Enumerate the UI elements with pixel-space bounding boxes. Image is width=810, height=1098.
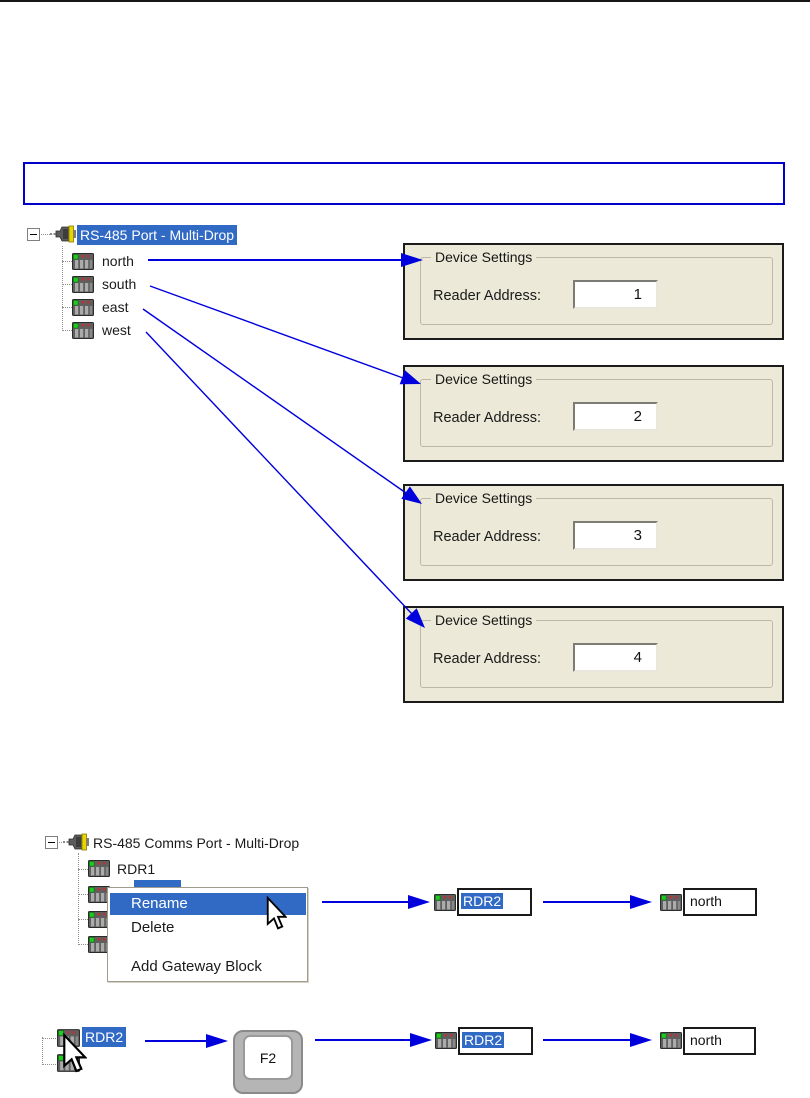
f2-tree-stub xyxy=(42,1038,56,1039)
reader-address-label: Reader Address: xyxy=(433,410,542,426)
reader-address-input[interactable] xyxy=(573,643,658,672)
arrow-edit-to-result-2 xyxy=(543,1033,652,1047)
tree2-root-node[interactable]: RS-485 Comms Port - Multi-Drop xyxy=(93,835,300,851)
reader-address-input[interactable] xyxy=(573,402,658,431)
reader-address-input[interactable] xyxy=(573,280,658,309)
reader-icon xyxy=(72,299,94,316)
reader-address-input[interactable] xyxy=(573,521,658,550)
tree1-node-north[interactable]: north xyxy=(102,253,134,269)
tree1-node-south[interactable]: south xyxy=(102,276,137,292)
tree1-stub xyxy=(62,284,72,285)
device-settings-panel-2: Device Settings Reader Address: xyxy=(403,365,784,462)
arrow-edit-to-result xyxy=(543,895,652,909)
callout-box xyxy=(23,162,785,205)
menu-item-delete[interactable]: Delete xyxy=(131,919,175,936)
device-settings-groupbox: Device Settings Reader Address: xyxy=(420,249,773,325)
tree2-stub xyxy=(78,869,88,870)
reader-icon xyxy=(72,253,94,270)
selected-edit-text: RDR2 xyxy=(461,893,504,909)
tree2-branch-line xyxy=(78,853,79,945)
arrow-node-to-f2key xyxy=(145,1034,228,1048)
reader-address-label: Reader Address: xyxy=(433,529,542,545)
tree2-stub xyxy=(78,919,88,920)
arrow-north-to-panel1 xyxy=(148,253,423,267)
device-settings-panel-3: Device Settings Reader Address: xyxy=(403,484,784,581)
selected-node-rdr2[interactable]: RDR2 xyxy=(82,1027,127,1047)
cursor-icon xyxy=(63,1034,87,1073)
tree2-stub xyxy=(78,944,88,945)
tree1-expand-minus-icon[interactable] xyxy=(27,228,40,241)
device-settings-groupbox: Device Settings Reader Address: xyxy=(420,371,773,447)
port-icon xyxy=(50,225,76,243)
tree1-branch-line xyxy=(62,246,63,331)
f2-tree-stub xyxy=(42,1064,56,1065)
reader-icon xyxy=(72,322,94,339)
reader-icon xyxy=(434,894,456,911)
tree1-stub xyxy=(62,307,72,308)
tree2-node-rdr1[interactable]: RDR1 xyxy=(117,861,156,877)
arrow-south-to-panel2 xyxy=(149,285,421,385)
tree1-node-west[interactable]: west xyxy=(102,322,131,338)
reader-icon xyxy=(88,860,110,877)
menu-item-rename[interactable]: Rename xyxy=(110,893,306,915)
reader-icon xyxy=(660,1032,682,1049)
cursor-icon xyxy=(266,897,287,930)
f2-key-face: F2 xyxy=(243,1035,293,1080)
tree1-node-east[interactable]: east xyxy=(102,299,129,315)
f2-result-box[interactable]: north xyxy=(683,1027,756,1055)
context-menu: Rename Delete Add Gateway Block xyxy=(107,887,308,982)
tree2-connector xyxy=(59,842,64,843)
menu-item-add-gateway-block[interactable]: Add Gateway Block xyxy=(131,958,262,975)
reader-icon xyxy=(435,1032,457,1049)
renamed-result-box[interactable]: north xyxy=(683,888,757,916)
top-rule xyxy=(0,0,810,2)
groupbox-legend: Device Settings xyxy=(431,249,537,265)
f2-edit-box[interactable]: RDR2 xyxy=(458,1027,533,1055)
device-settings-panel-1: Device Settings Reader Address: xyxy=(403,243,784,340)
reader-address-label: Reader Address: xyxy=(433,288,542,304)
device-settings-groupbox: Device Settings Reader Address: xyxy=(420,490,773,566)
tree2-expand-minus-icon[interactable] xyxy=(45,836,58,849)
arrow-east-to-panel3 xyxy=(142,308,422,504)
f2-key: F2 xyxy=(233,1030,303,1094)
groupbox-legend: Device Settings xyxy=(431,612,537,628)
device-settings-panel-4: Device Settings Reader Address: xyxy=(403,606,784,703)
reader-icon xyxy=(660,894,682,911)
arrow-f2key-to-edit xyxy=(315,1033,432,1047)
groupbox-legend: Device Settings xyxy=(431,490,537,506)
device-settings-groupbox: Device Settings Reader Address: xyxy=(420,612,773,688)
menu-separator xyxy=(116,946,300,947)
arrow-menu-to-edit xyxy=(322,895,430,909)
rename-edit-box[interactable]: RDR2 xyxy=(457,888,532,916)
f2-tree-branch-line xyxy=(42,1037,43,1065)
groupbox-legend: Device Settings xyxy=(431,371,537,387)
port-icon xyxy=(63,833,89,851)
reader-icon xyxy=(72,276,94,293)
selected-edit-text: RDR2 xyxy=(462,1032,505,1048)
tree2-stub xyxy=(78,894,88,895)
selected-node-sliver xyxy=(134,880,181,888)
tree1-connector xyxy=(41,234,52,235)
arrow-west-to-panel4 xyxy=(145,331,425,628)
tree1-stub xyxy=(62,261,72,262)
tree1-stub xyxy=(62,330,72,331)
reader-address-label: Reader Address: xyxy=(433,651,542,667)
tree1-root-node[interactable]: RS-485 Port - Multi-Drop xyxy=(77,225,238,245)
